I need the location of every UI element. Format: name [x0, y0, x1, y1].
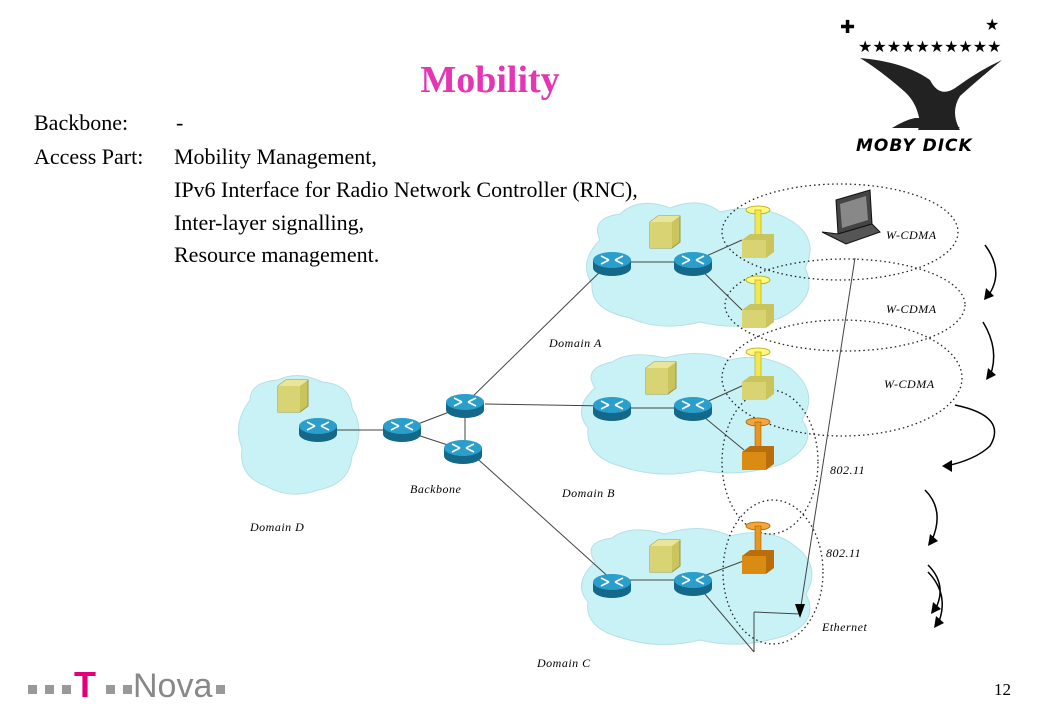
access-item: Mobility Management, — [174, 144, 377, 169]
router-domain-a-2 — [673, 251, 713, 277]
router-domain-b-2 — [673, 396, 713, 422]
label-wcdma-2: W-CDMA — [886, 302, 937, 316]
t-nova-logo: T Nova — [28, 664, 225, 705]
svg-text:Nova: Nova — [133, 667, 212, 705]
label-ethernet: Ethernet — [822, 620, 868, 634]
backbone-value: - — [176, 110, 184, 135]
router-backbone-1 — [382, 417, 422, 443]
svg-text:T: T — [74, 664, 96, 705]
label-wifi-2: 802.11 — [826, 546, 862, 560]
router-backbone-3 — [443, 439, 483, 465]
svg-text:★: ★ — [985, 15, 999, 34]
router-domain-c-2 — [673, 571, 713, 597]
laptop-icon — [821, 189, 881, 245]
label-domain-b: Domain B — [562, 486, 615, 500]
router-backbone-2 — [445, 393, 485, 419]
label-wcdma-1: W-CDMA — [886, 228, 937, 242]
coverage-wifi-1 — [721, 389, 819, 535]
server-domain-b — [645, 361, 677, 395]
svg-text:✚: ✚ — [840, 17, 855, 38]
moby-dick-text: MOBY DICK — [856, 136, 973, 156]
coverage-wifi-2 — [722, 499, 824, 645]
label-domain-c: Domain C — [537, 656, 591, 670]
label-backbone: Backbone — [410, 482, 462, 496]
server-domain-d — [277, 379, 309, 413]
moby-dick-logo: ✚ ★★★★★★★★★★ ★ — [840, 15, 1002, 130]
server-domain-c — [649, 539, 681, 573]
page-number: 12 — [994, 680, 1011, 699]
coverage-wcdma-1 — [721, 183, 959, 281]
coverage-wcdma-3 — [721, 319, 963, 437]
handover-arrows — [924, 244, 997, 625]
access-item: IPv6 Interface for Radio Network Control… — [174, 177, 638, 202]
cloud-domain-d — [237, 375, 360, 495]
label-domain-d: Domain D — [250, 520, 305, 534]
router-domain-a-1 — [592, 251, 632, 277]
access-item: Resource management. — [174, 242, 380, 267]
backbone-label: Backbone: — [34, 110, 129, 135]
router-domain-d — [298, 417, 338, 443]
label-wcdma-3: W-CDMA — [884, 377, 935, 391]
svg-text:★★★★★★★★★★: ★★★★★★★★★★ — [858, 37, 1001, 56]
label-domain-a: Domain A — [549, 336, 602, 350]
router-domain-b-1 — [592, 396, 632, 422]
router-domain-c-1 — [592, 573, 632, 599]
server-domain-a — [649, 215, 681, 249]
page-title: Mobility — [420, 59, 560, 101]
coverage-wcdma-2 — [724, 258, 966, 352]
label-wifi-1: 802.11 — [830, 463, 866, 477]
access-label: Access Part: — [34, 144, 144, 169]
access-item: Inter-layer signalling, — [174, 210, 365, 235]
